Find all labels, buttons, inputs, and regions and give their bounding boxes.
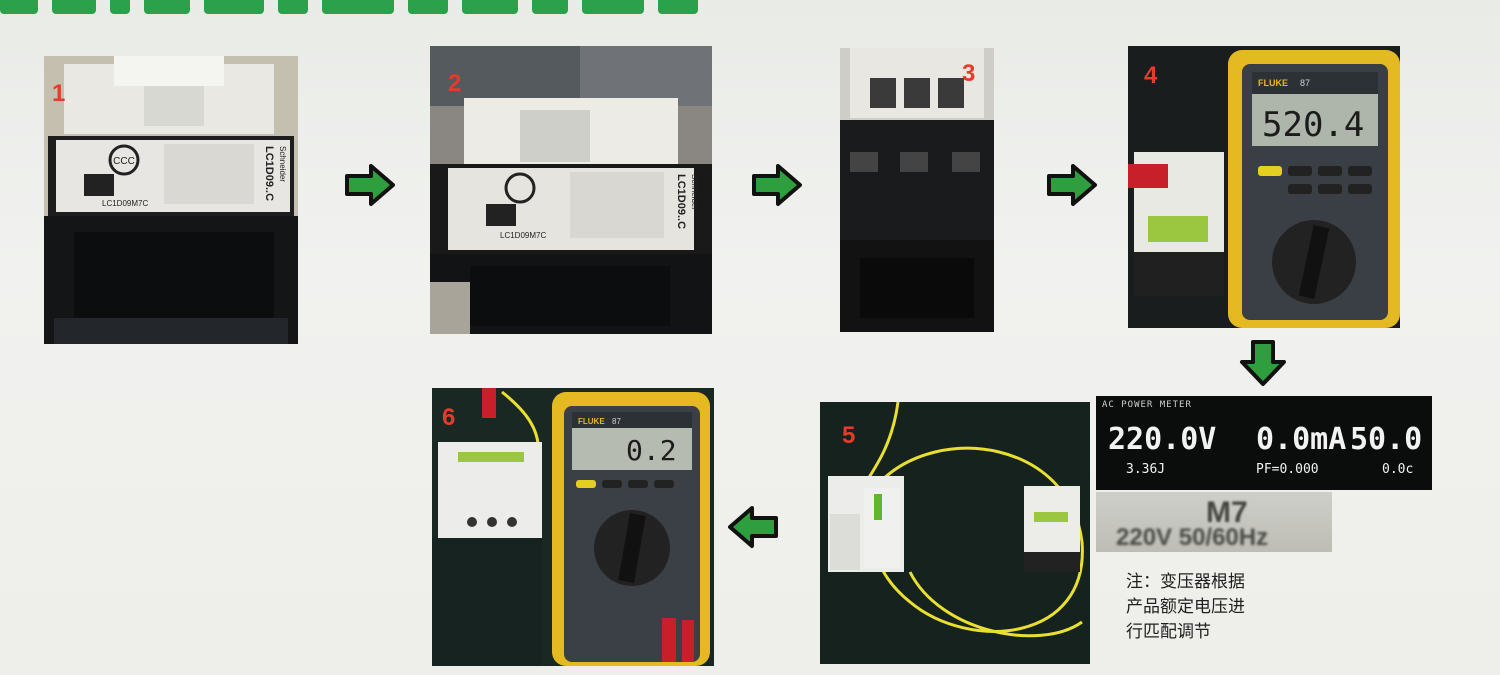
photo2-label-model: LC1D09M7C — [500, 231, 546, 240]
meter2-reading: 0.2 — [626, 434, 677, 467]
arrow-right-icon — [1047, 164, 1097, 206]
meter2-brand: FLUKE — [578, 417, 605, 426]
meter2-model: 87 — [612, 417, 621, 426]
power-meter-frequency: 50.0 — [1350, 422, 1423, 457]
photo2-brand: Schneider — [690, 174, 699, 210]
photo-step-2: LC1D09M7C Schneider LC1D09..C — [430, 46, 712, 334]
photo1-label-model: LC1D09M7C — [102, 199, 148, 208]
step-number-5: 5 — [842, 422, 856, 449]
arrow-right-icon — [345, 164, 395, 206]
power-meter-header: AC POWER METER — [1102, 400, 1192, 410]
note-line-2: 产品额定电压进 — [1126, 597, 1245, 617]
note-line-3: 行匹配调节 — [1126, 622, 1211, 642]
photo1-model: LC1D09..C — [263, 146, 275, 201]
photo-step-1: CCC LC1D09M7C Schneider LC1D09..C — [44, 56, 298, 344]
step-number-3: 3 — [962, 60, 976, 87]
photo-step-4: FLUKE 87 520.4 — [1128, 46, 1400, 328]
svg-text:CCC: CCC — [113, 156, 135, 167]
arrow-down-icon — [1240, 340, 1286, 386]
power-meter-voltage: 220.0V — [1108, 422, 1217, 457]
power-meter-pf: PF=0.000 — [1256, 462, 1319, 477]
transformer-note: 注：变压器根据 产品额定电压进 行匹配调节 — [1126, 570, 1245, 645]
meter1-brand: FLUKE — [1258, 78, 1288, 88]
power-meter-energy: 3.36J — [1126, 462, 1166, 477]
photo-step-6: FLUKE 87 0.2 — [432, 388, 714, 666]
step-number-1: 1 — [52, 80, 66, 107]
photo1-brand: Schneider — [278, 146, 287, 182]
photo2-model: LC1D09..C — [675, 174, 687, 229]
step-number-2: 2 — [448, 70, 462, 97]
power-meter-extra: 0.0c — [1382, 462, 1414, 477]
power-meter-current: 0.0mA — [1256, 422, 1347, 457]
coil-voltage: 220V 50/60Hz — [1116, 524, 1269, 551]
meter1-reading: 520.4 — [1262, 105, 1364, 145]
step-number-4: 4 — [1144, 62, 1158, 89]
coil-code: M7 — [1206, 496, 1248, 529]
step-number-6: 6 — [442, 404, 456, 431]
arrow-right-icon — [752, 164, 802, 206]
arrow-left-icon — [728, 506, 778, 548]
power-meter-display: AC POWER METER 220.0V 0.0mA 50.0 3.36J P… — [1096, 396, 1432, 490]
photo-step-3 — [840, 48, 994, 332]
coil-label-closeup: M7 220V 50/60Hz — [1096, 492, 1332, 552]
note-line-1: 注：变压器根据 — [1126, 572, 1245, 592]
meter1-model: 87 — [1300, 78, 1310, 88]
cropped-heading — [0, 0, 760, 14]
photo-step-5 — [820, 402, 1090, 664]
